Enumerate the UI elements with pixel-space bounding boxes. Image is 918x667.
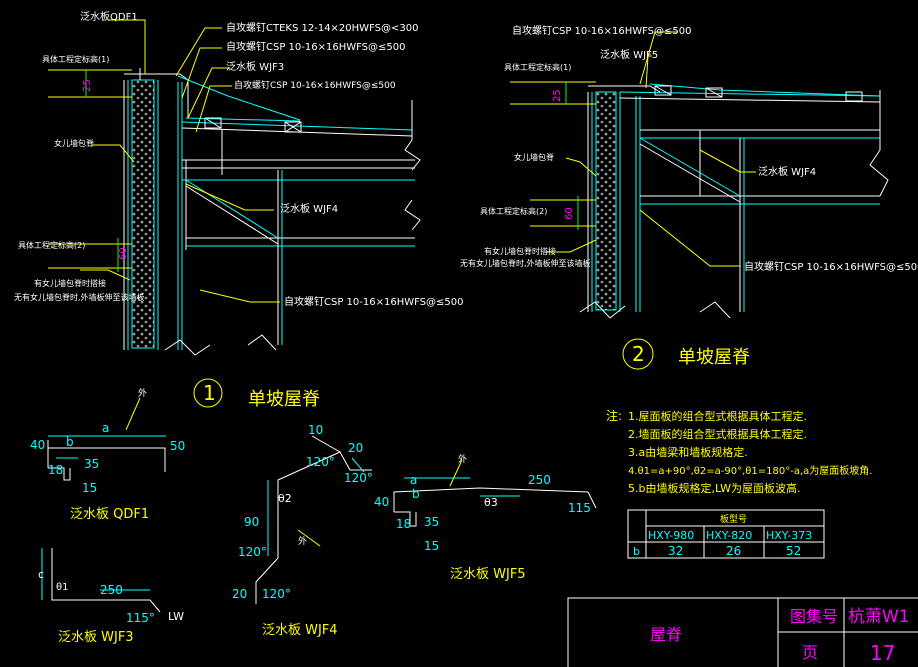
note-1: 1.屋面板的组合型式根据具体工程定. [628,409,807,423]
wjf5-name: 泛水板 WJF5 [450,567,526,582]
label2-elev1: 具体工程定标高(1) [504,62,571,72]
wjf4-120b: 120° [344,471,373,485]
wjf4-theta2: θ2 [278,492,292,505]
note-b: 无有女儿墙包脊时,外墙板伸至该墙板 [14,292,145,302]
detail2-drawing [510,31,889,370]
wjf3-250: 250 [100,583,123,597]
label-elev2: 具体工程定标高(2) [18,240,85,250]
atlas-value: 杭萧W1 [848,607,910,627]
note-2: 2.墙面板的组合型式根据具体工程定. [628,427,807,441]
detail2-title: 单坡屋脊 [678,347,750,368]
table-row-label: b [633,545,640,558]
label-qdf1: 泛水板QDF1 [80,10,138,23]
table-header: 板型号 [720,513,747,525]
note-a: 有女儿墙包脊时搭接 [34,278,106,288]
label2-parapet: 女儿墙包脊 [514,152,554,162]
detail1-number-circle [193,378,223,408]
note-4: 4.θ1=a+90°,θ2=a-90°,θ1=180°-a,a为屋面板坡角. [628,464,872,477]
qdf1-40: 40 [30,438,45,452]
label-screw-cteks: 自攻螺钉CTEKS 12-14×20HWFS@<300 [226,21,418,34]
table-val-2: 26 [726,544,741,558]
qdf1-a: a [102,421,109,435]
page-value: 17 [870,641,895,665]
wjf3-115: 115° [126,611,155,625]
dim2-25: 25 [552,89,563,102]
qdf1-50: 50 [170,439,185,453]
atlas-label: 图集号 [790,607,838,626]
detail2-number-circle [622,338,654,370]
wjf4-name: 泛水板 WJF4 [262,623,338,638]
wjf3-lw: LW [168,610,184,623]
wjf5-18: 18 [396,517,411,531]
wjf5-b: b [412,487,420,501]
qdf1-b: b [66,435,74,449]
table-col-2: HXY-820 [706,529,752,542]
wjf3-theta1: θ1 [56,582,68,593]
spec-table-lines [627,509,825,559]
wjf3-name: 泛水板 WJF3 [58,630,134,645]
wjf5-outer: 外 [458,453,467,465]
profile-qdf1 [47,397,166,481]
label-elev1: 具体工程定标高(1) [42,54,109,64]
wjf4-10: 10 [308,423,323,437]
note2-b: 无有女儿墙包脊时,外墙板伸至该墙板 [460,258,591,268]
label-screw-csp-top: 自攻螺钉CSP 10-16×16HWFS@≤500 [226,40,406,53]
label-wjf3: 泛水板 WJF3 [226,60,284,73]
table-val-3: 52 [786,544,801,558]
label2-screw-csp-top: 自攻螺钉CSP 10-16×16HWFS@≤500 [512,24,692,37]
detail2-number: 2 [632,342,645,366]
wjf5-35: 35 [424,515,439,529]
qdf1-name: 泛水板 QDF1 [70,507,149,522]
wjf4-20: 20 [348,441,363,455]
label-parapet: 女儿墙包脊 [54,138,94,148]
profile-wjf5 [393,459,597,527]
label2-wjf4: 泛水板 WJF4 [758,165,816,178]
wjf5-theta3: θ3 [484,496,498,509]
label-screw-csp-bot: 自攻螺钉CSP 10-16×16HWFS@≤500 [284,295,464,308]
wjf3-c: c [38,568,44,581]
label2-screw-csp-bot: 自攻螺钉CSP 10-16×16HWFS@≤500 [744,260,918,273]
detail1-drawing [48,19,421,408]
dim-25: 25 [82,79,93,92]
label-screw-csp-mid: 自攻螺钉CSP 10-16×16HWFS@≤500 [234,79,396,91]
qdf1-18: 18 [48,463,63,477]
wjf4-120a: 120° [306,455,335,469]
label2-wjf5: 泛水板 WJF5 [600,48,658,61]
wjf5-40: 40 [374,495,389,509]
wjf4-90: 90 [244,515,259,529]
wjf4-outer: 外 [298,535,307,547]
qdf1-35: 35 [84,457,99,471]
table-col-3: HXY-373 [766,529,812,542]
wjf5-115: 115 [568,501,591,515]
label2-elev2: 具体工程定标高(2) [480,206,547,216]
detail1-number: 1 [203,381,216,405]
note2-a: 有女儿墙包脊时搭接 [484,246,556,256]
wjf4-20b: 20 [232,587,247,601]
dim-60: 60 [118,247,129,260]
notes-prefix: 注: [606,408,622,423]
qdf1-15: 15 [82,481,97,495]
note-3: 3.a由墙梁和墙板规格定. [628,445,748,459]
wjf5-250: 250 [528,473,551,487]
wjf4-120c: 120° [238,545,267,559]
table-col-1: HXY-980 [648,529,694,542]
table-val-1: 32 [668,544,683,558]
drawing-title: 屋脊 [650,625,682,644]
note-5: 5.b由墙板规格定,LW为屋面板波高. [628,481,800,495]
detail1-title: 单坡屋脊 [248,389,320,410]
page-label: 页 [802,643,818,662]
qdf1-outer: 外 [138,387,147,399]
wall2-insulation [595,91,617,311]
wjf4-120d: 120° [262,587,291,601]
profile-wjf4 [255,435,372,604]
label-wjf4: 泛水板 WJF4 [280,202,338,215]
wall-insulation [131,79,155,349]
wjf5-a: a [410,473,417,487]
title-block-lines [567,597,918,667]
dim2-60: 60 [564,207,575,220]
profile-wjf3 [41,548,161,613]
wjf5-15: 15 [424,539,439,553]
